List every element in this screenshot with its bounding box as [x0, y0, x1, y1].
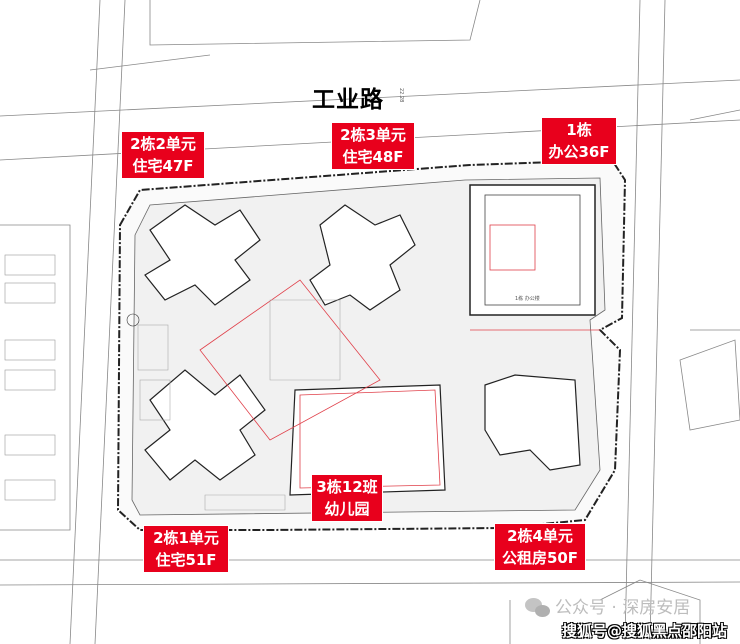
- label-line2: 幼儿园: [324, 500, 370, 518]
- label-line1: 2栋2单元: [130, 135, 196, 153]
- watermark-source: 搜狐号@搜狐黑点邵阳站: [562, 622, 728, 640]
- label-line1: 2栋1单元: [153, 529, 219, 547]
- label-line1: 2栋4单元: [507, 527, 573, 545]
- label-line2: 住宅51F: [155, 551, 217, 569]
- wechat-icon: [525, 598, 551, 618]
- building-label-2-4: 2栋4单元 公租房50F: [494, 523, 586, 571]
- label-line2: 住宅47F: [132, 157, 194, 175]
- label-line1: 2栋3单元: [340, 126, 406, 144]
- building-label-1: 1栋 办公36F: [541, 117, 617, 165]
- building-label-2-2: 2栋2单元 住宅47F: [121, 131, 205, 179]
- label-line1: 1栋: [566, 121, 592, 139]
- label-line2: 住宅48F: [342, 148, 404, 166]
- label-line1: 3栋12班: [316, 478, 378, 496]
- building-label-2-1: 2栋1单元 住宅51F: [143, 525, 229, 573]
- label-line2: 办公36F: [548, 143, 610, 161]
- dimension-note: 22.28: [398, 88, 404, 102]
- building-label-2-3: 2栋3单元 住宅48F: [331, 122, 415, 170]
- road-name-label: 工业路: [312, 87, 384, 113]
- label-line2: 公租房50F: [501, 549, 579, 567]
- building-label-3: 3栋12班 幼儿园: [311, 474, 383, 522]
- wechat-watermark: 公众号 · 深房安居: [525, 598, 690, 618]
- office-plan-note: 1栋 办公楼: [515, 295, 540, 302]
- watermark-account: 公众号 · 深房安居: [555, 598, 691, 618]
